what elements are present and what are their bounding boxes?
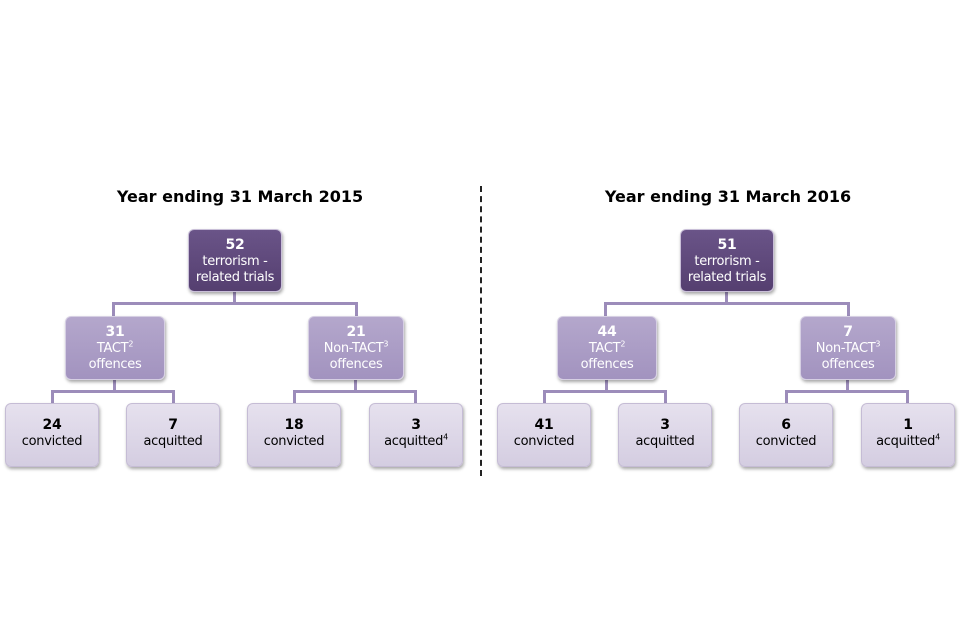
footnote-ref: 4 (443, 433, 448, 442)
connector (112, 302, 115, 317)
offence-type: TACT (588, 341, 621, 356)
outcome-line: convicted (6, 434, 98, 450)
outcome-count: 1 (903, 417, 913, 433)
connector (293, 390, 296, 404)
footnote-ref: 2 (128, 340, 133, 349)
outcome-line: acquitted4 (370, 433, 462, 450)
offence-type: Non-TACT (323, 341, 384, 356)
panel-divider (480, 186, 482, 476)
connector (664, 390, 667, 404)
footnote-number: 2 (128, 339, 134, 349)
outcome-label: convicted (755, 434, 817, 449)
connector (906, 390, 909, 404)
connector (543, 390, 667, 393)
offence-count: 44 (597, 324, 617, 340)
connector (785, 390, 909, 393)
outcome-line: acquitted (619, 434, 711, 450)
offence-count: 7 (843, 324, 853, 340)
outcome-line: acquitted4 (862, 433, 954, 450)
offence-type-line: Non-TACT3 (801, 340, 895, 357)
offence-type: TACT (96, 341, 129, 356)
connector (355, 302, 358, 317)
footnote-ref: 3 (875, 340, 880, 349)
connector (847, 302, 850, 317)
outcome-count: 3 (411, 417, 421, 433)
offence-type-line: Non-TACT3 (309, 340, 403, 357)
footnote-ref: 3 (383, 340, 388, 349)
total-value: 51 (717, 237, 737, 253)
footnote-ref: 2 (620, 340, 625, 349)
connector (846, 380, 849, 392)
outcome-label: convicted (263, 434, 325, 449)
panel-title-2016: Year ending 31 March 2016 (604, 187, 852, 206)
outcome-count: 18 (284, 417, 304, 433)
total-value: 52 (225, 237, 245, 253)
footnote-number: 4 (443, 432, 448, 442)
connector (293, 390, 417, 393)
outcome-count: 24 (42, 417, 62, 433)
connector (605, 380, 608, 392)
outcome-label: acquitted (143, 434, 203, 449)
outcome-label: convicted (21, 434, 83, 449)
connector (543, 390, 546, 404)
connector (233, 291, 236, 304)
connector (785, 390, 788, 404)
outcome-line: convicted (740, 434, 832, 450)
outcome-line: convicted (498, 434, 590, 450)
footnote-number: 2 (620, 339, 626, 349)
outcome-label: convicted (513, 434, 575, 449)
outcome-count: 41 (534, 417, 554, 433)
footnote-number: 4 (935, 432, 940, 442)
offence-count: 31 (105, 324, 125, 340)
connector (725, 291, 728, 304)
offence-type-line: TACT2 (66, 340, 164, 357)
connector (354, 380, 357, 392)
outcome-count: 3 (660, 417, 670, 433)
outcome-label: acquitted (876, 434, 936, 449)
footnote-ref: 4 (935, 433, 940, 442)
connector (604, 302, 607, 317)
connector (113, 380, 116, 392)
outcome-line: acquitted (127, 434, 219, 450)
offence-label: offences (88, 357, 142, 372)
connector (51, 390, 175, 393)
outcome-label: acquitted (635, 434, 695, 449)
offence-label: offences (329, 357, 383, 372)
connector (414, 390, 417, 404)
offence-label: offences (580, 357, 634, 372)
total-label: terrorism - related trials (687, 254, 767, 285)
outcome-line: convicted (248, 434, 340, 450)
outcome-label: acquitted (384, 434, 444, 449)
outcome-count: 6 (781, 417, 791, 433)
connector (172, 390, 175, 404)
connector (51, 390, 54, 404)
panel-title-2015: Year ending 31 March 2015 (116, 187, 364, 206)
footnote-number: 3 (383, 339, 389, 349)
offence-label: offences (821, 357, 875, 372)
offence-type: Non-TACT (815, 341, 876, 356)
outcome-count: 7 (168, 417, 178, 433)
offence-type-line: TACT2 (558, 340, 656, 357)
total-label: terrorism - related trials (195, 254, 275, 285)
connector (604, 302, 850, 305)
connector (112, 302, 358, 305)
footnote-number: 3 (875, 339, 881, 349)
offence-count: 21 (346, 324, 366, 340)
